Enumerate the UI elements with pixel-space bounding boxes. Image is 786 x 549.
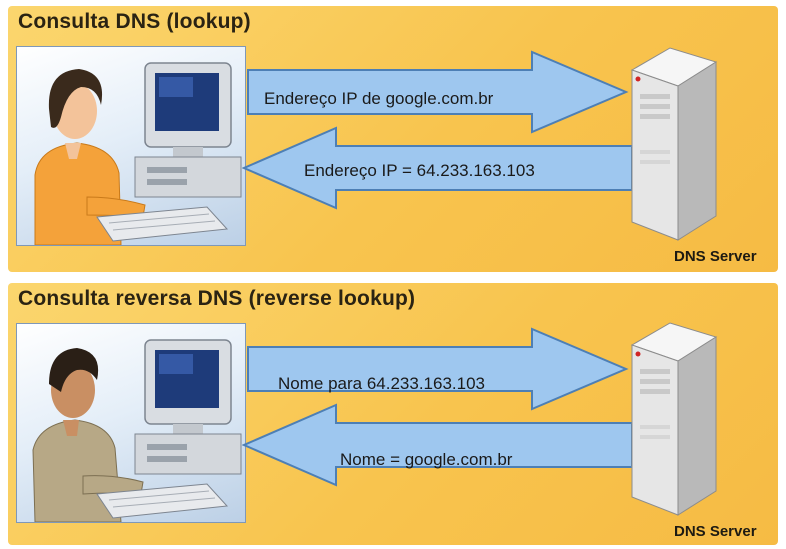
server-label: DNS Server (674, 523, 757, 540)
dns-server-tower-icon (630, 47, 718, 241)
client-scene (16, 323, 246, 523)
user-at-computer-icon (34, 62, 242, 246)
reverse-lookup-panel: Consulta reversa DNS (reverse lookup) (8, 283, 778, 545)
server-label: DNS Server (674, 248, 757, 265)
dns-server-tower-icon (630, 322, 718, 516)
response-label: Nome = google.com.br (340, 450, 513, 469)
response-arrow (242, 126, 633, 210)
response-arrow (242, 403, 633, 487)
client-scene (16, 46, 246, 246)
panel-title: Consulta DNS (lookup) (18, 10, 251, 33)
request-label: Endereço IP de google.com.br (264, 89, 494, 108)
user-at-computer-icon (32, 339, 242, 523)
response-label: Endereço IP = 64.233.163.103 (304, 161, 535, 180)
request-arrow (247, 50, 629, 134)
lookup-panel: Consulta DNS (lookup) Endereço IP (8, 6, 778, 272)
request-arrow (247, 327, 629, 411)
panel-title: Consulta reversa DNS (reverse lookup) (18, 287, 416, 310)
request-label: Nome para 64.233.163.103 (278, 374, 485, 393)
